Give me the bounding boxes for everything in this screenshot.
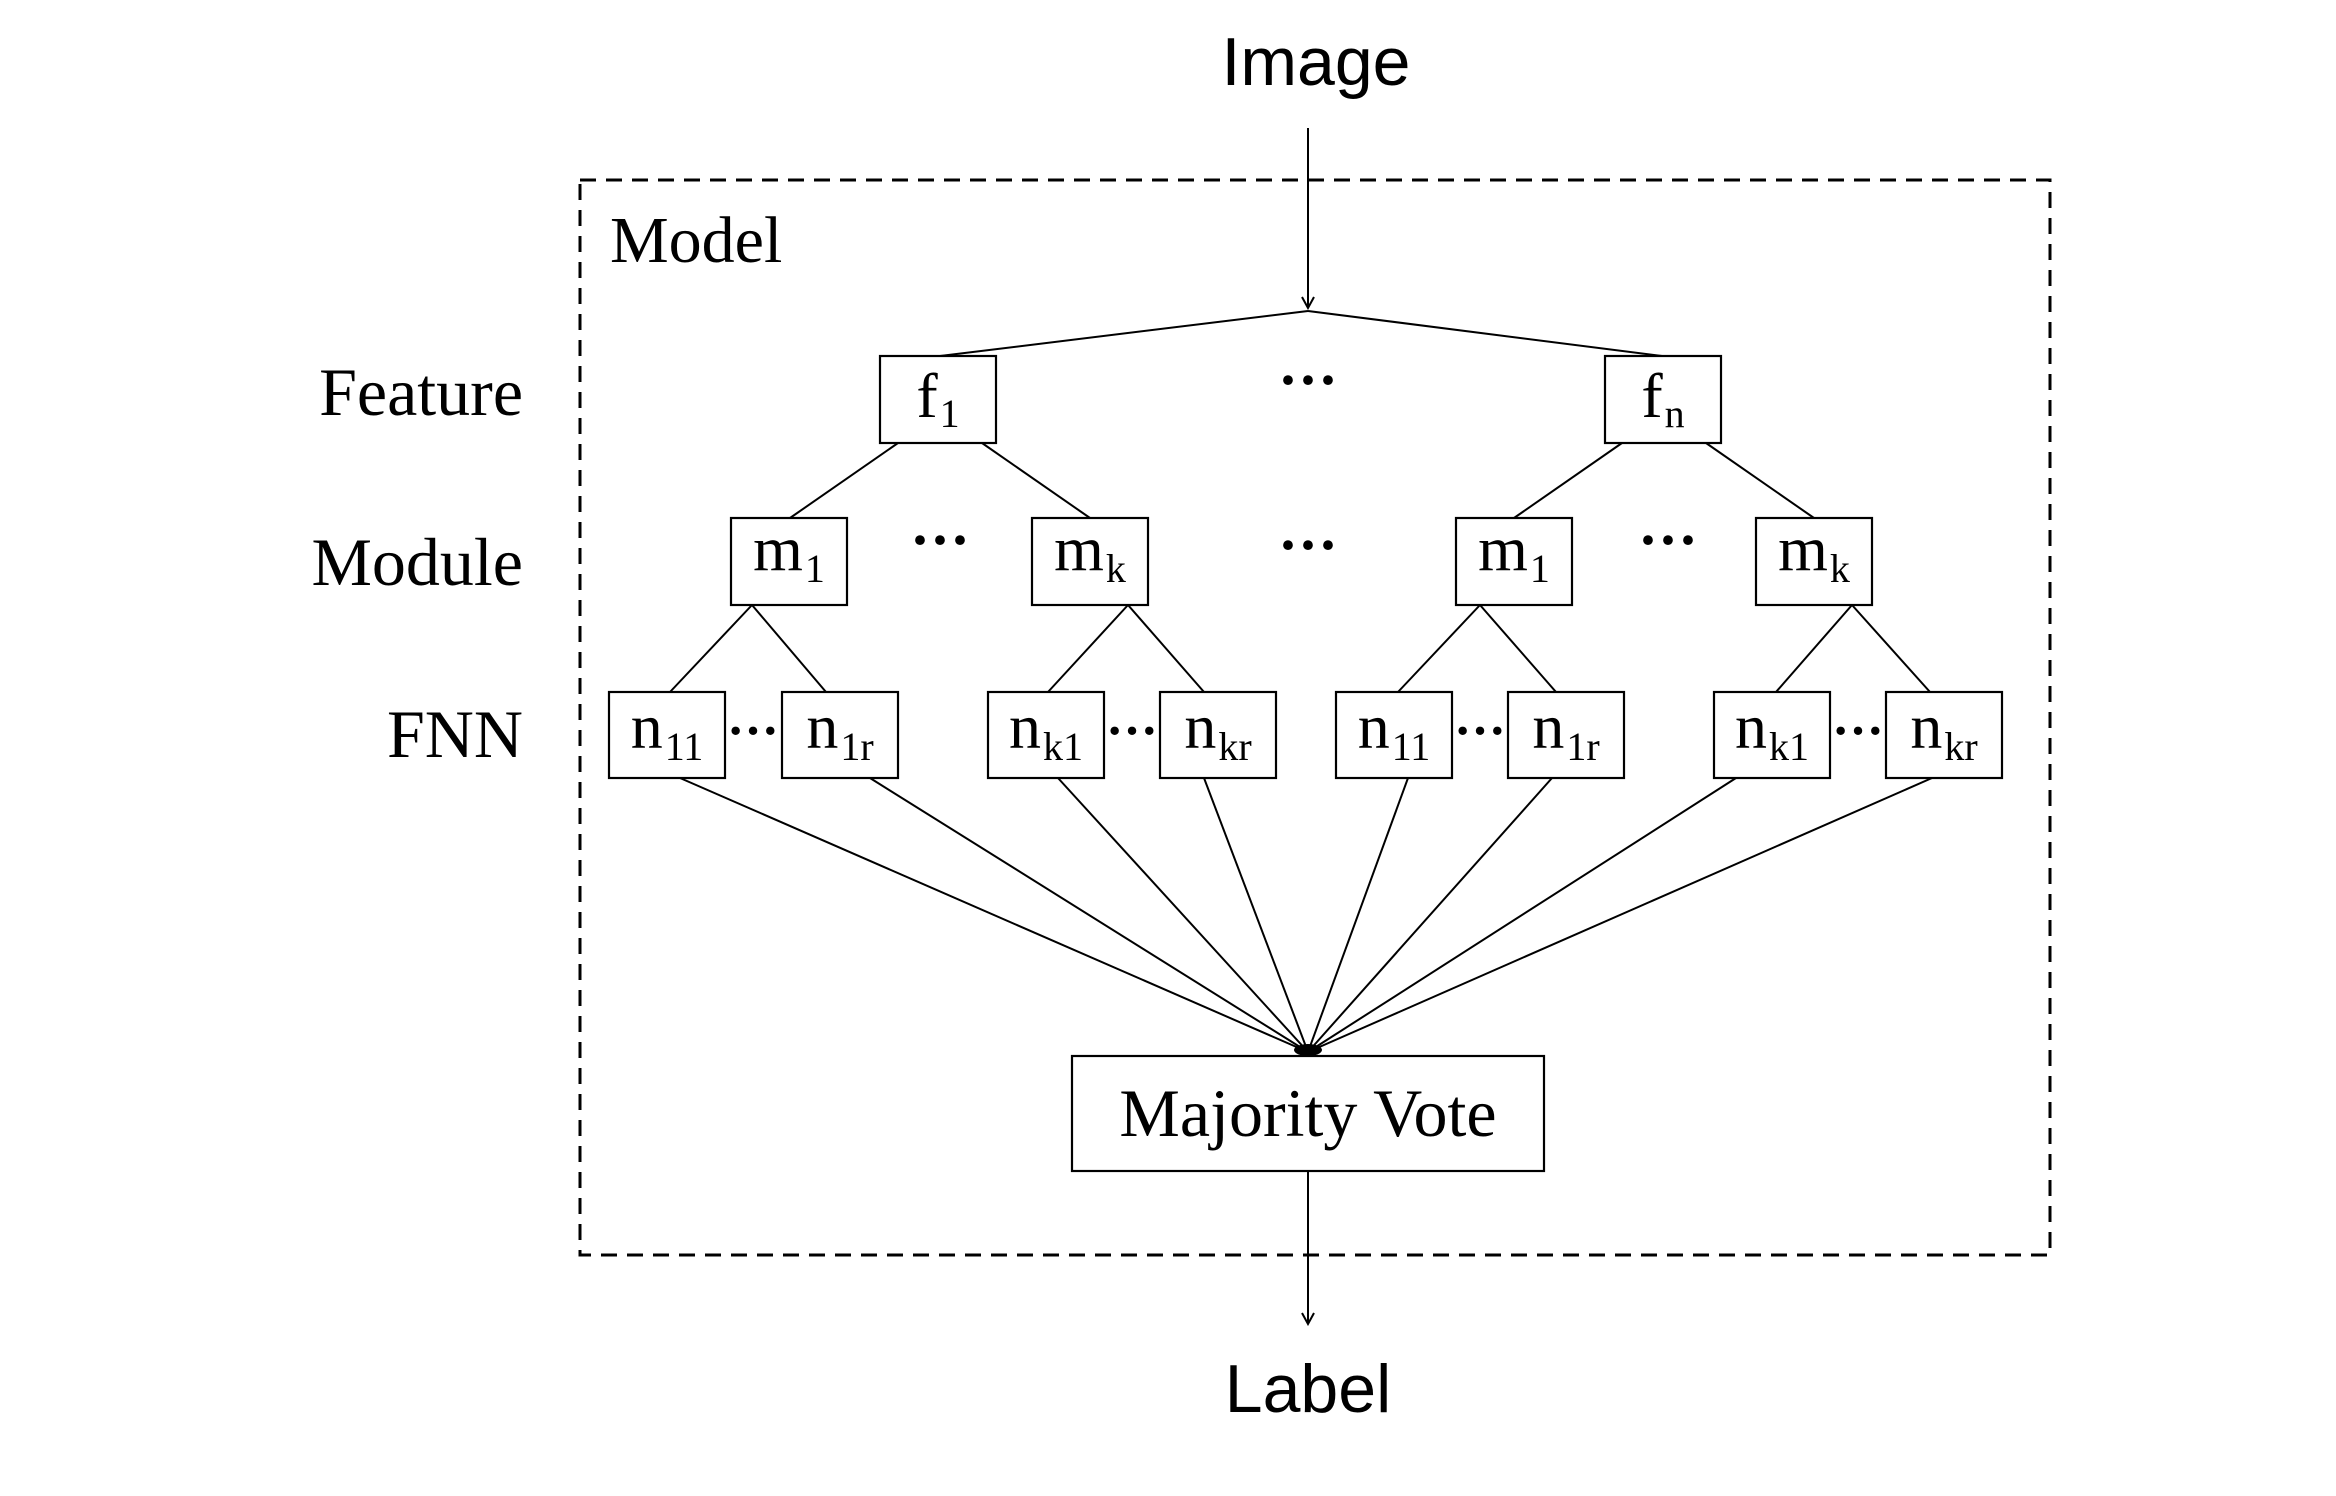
edge-n11-vote [679, 777, 1309, 1053]
ellipsis-features: ··· [1278, 347, 1338, 413]
edge-m1-n1r [751, 604, 827, 693]
fnn-label: nkr [1910, 691, 1977, 769]
edges-layer [669, 310, 1933, 1053]
edge-m1-n11 [669, 604, 753, 693]
module-node-kb: mk [1754, 513, 1874, 607]
fnn-node-n1rb: n1r [1506, 690, 1626, 780]
feature-node-n: fn [1603, 354, 1723, 445]
majority-vote-box [1070, 1054, 1546, 1173]
edge-mkb-nk1b [1775, 604, 1853, 693]
row-label-fnn: FNN [387, 696, 523, 772]
ellipsis-fnn-2: ··· [1106, 703, 1158, 760]
convergence-point [1294, 1044, 1322, 1056]
edge-n1r-vote [869, 777, 1309, 1053]
ellipsis-modules-center: ··· [1278, 512, 1338, 578]
fnn-node-nk1: nk1 [986, 690, 1106, 780]
output-label: Label [1225, 1351, 1391, 1427]
edge-fn-mk [1705, 442, 1815, 519]
edge-mk-nkr [1127, 604, 1205, 693]
edge-split-fn [1307, 310, 1663, 357]
ellipsis-fnn-3: ··· [1454, 703, 1506, 760]
majority-vote-label: Majority Vote [1119, 1075, 1496, 1151]
module-box [1454, 516, 1574, 607]
fnn-node-nkrb: nkr [1884, 690, 2004, 780]
edge-mkb-nkrb [1851, 604, 1931, 693]
module-label: mk [1054, 513, 1126, 591]
fnn-label: nk1 [1735, 691, 1809, 769]
edge-f1-m1 [789, 442, 899, 519]
fnn-node-n1r: n1r [780, 690, 900, 780]
fnn-node-n11b: n11 [1334, 690, 1454, 780]
fnn-node-nkr: nkr [1158, 690, 1278, 780]
model-frame [578, 178, 2052, 1257]
ellipsis-modules-right: ··· [1638, 507, 1698, 573]
fnn-label: n11 [1358, 691, 1431, 769]
module-node-k: mk [1030, 513, 1150, 607]
feature-box [1603, 354, 1723, 445]
module-box [729, 516, 849, 607]
module-label: m1 [1478, 513, 1550, 591]
fnn-node-nk1b: nk1 [1712, 690, 1832, 780]
row-label-module: Module [311, 524, 523, 600]
edge-mk-nk1 [1047, 604, 1129, 693]
fnn-box [607, 690, 727, 780]
edge-m1b-n11b [1397, 604, 1481, 693]
edge-n11b-vote [1307, 777, 1409, 1053]
fnn-box [780, 690, 900, 780]
edge-nkrb-vote [1307, 777, 1933, 1053]
feature-node-1: f1 [878, 354, 998, 445]
fnn-label: n1r [1532, 691, 1599, 769]
input-label: Image [1222, 24, 1411, 100]
module-label: m1 [753, 513, 825, 591]
feature-label: f1 [916, 360, 959, 436]
edge-m1b-n1rb [1479, 604, 1557, 693]
feature-label: fn [1641, 360, 1684, 436]
fnn-box [1158, 690, 1278, 780]
module-node-1: m1 [729, 513, 849, 607]
module-label: mk [1778, 513, 1850, 591]
edge-nkr-vote [1203, 777, 1309, 1053]
ellipsis-modules-left: ··· [910, 507, 970, 573]
ellipsis-fnn-4: ··· [1832, 703, 1884, 760]
edge-f1-mk [981, 442, 1091, 519]
edge-nk1-vote [1057, 777, 1309, 1053]
ellipsis-fnn-1: ··· [727, 703, 779, 760]
fnn-box [1334, 690, 1454, 780]
module-node-1b: m1 [1454, 513, 1574, 607]
fnn-box [1712, 690, 1832, 780]
fnn-box [986, 690, 1106, 780]
edge-nk1b-vote [1307, 777, 1737, 1053]
edge-fn-m1 [1513, 442, 1623, 519]
edge-split-f1 [939, 310, 1309, 357]
row-label-feature: Feature [319, 354, 523, 430]
majority-vote-node: Majority Vote [1070, 1054, 1546, 1173]
fnn-node-n11: n11 [607, 690, 727, 780]
fnn-label: nkr [1184, 691, 1251, 769]
model-label: Model [610, 204, 782, 277]
edge-n1rb-vote [1307, 777, 1553, 1053]
fnn-label: nk1 [1009, 691, 1083, 769]
fnn-box [1506, 690, 1626, 780]
fnn-box [1884, 690, 2004, 780]
fnn-label: n1r [806, 691, 873, 769]
fnn-label: n11 [631, 691, 704, 769]
feature-box [878, 354, 998, 445]
module-box [1754, 516, 1874, 607]
module-box [1030, 516, 1150, 607]
